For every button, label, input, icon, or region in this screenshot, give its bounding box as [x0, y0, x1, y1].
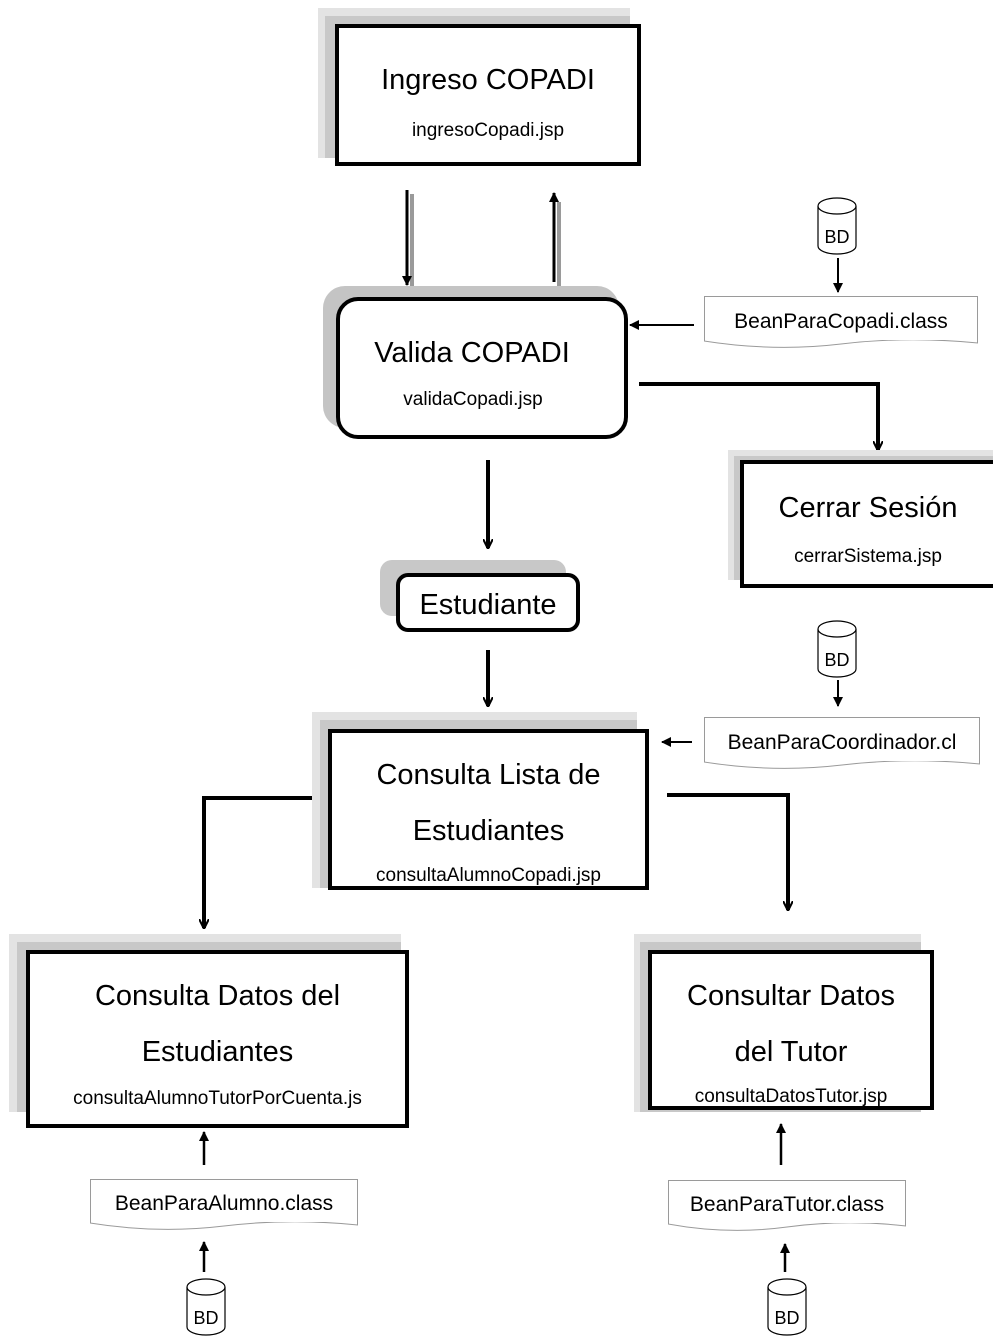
bean-coordinador-document: BeanParaCoordinador.cl — [704, 717, 980, 762]
node-title-line-1: Consultar Datos — [687, 980, 895, 1012]
node-consulta-datos-estudiantes: Consulta Datos del Estudiantes consultaA… — [26, 950, 409, 1128]
bean-alumno-document: BeanParaAlumno.class — [90, 1179, 358, 1223]
database-icon: BD — [817, 620, 857, 678]
database-icon: BD — [817, 197, 857, 255]
bean-alumno-label: BeanParaAlumno.class — [114, 1192, 334, 1215]
document-wave — [704, 340, 978, 348]
node-file: cerrarSistema.jsp — [794, 546, 942, 567]
node-title-line-2: del Tutor — [734, 1036, 848, 1068]
node-file: consultaAlumnoTutorPorCuenta.js — [73, 1088, 362, 1109]
database-label: BD — [824, 650, 849, 670]
node-title: Ingreso COPADI — [381, 64, 595, 96]
node-title-line-2: Estudiantes — [412, 815, 565, 847]
node-title-line-1: Consulta Lista de — [376, 759, 601, 791]
node-title: Cerrar Sesión — [778, 492, 958, 524]
node-title: Valida COPADI — [374, 337, 570, 369]
document-wave — [704, 761, 980, 769]
bean-tutor-document: BeanParaTutor.class — [668, 1180, 906, 1224]
arrow-lista-to-datos-estudiante — [204, 796, 316, 928]
node-file: ingresoCopadi.jsp — [411, 120, 565, 141]
bean-copadi-document: BeanParaCopadi.class — [704, 296, 978, 341]
node-title: Estudiante — [419, 589, 557, 621]
database-label: BD — [824, 227, 849, 247]
bean-tutor-label: BeanParaTutor.class — [689, 1193, 885, 1216]
node-ingreso-copadi: Ingreso COPADI ingresoCopadi.jsp — [335, 24, 641, 166]
arrow-valida-to-cerrar — [639, 382, 878, 450]
node-cerrar-sesion: Cerrar Sesión cerrarSistema.jsp — [740, 460, 993, 588]
database-label: BD — [193, 1308, 218, 1328]
document-wave — [668, 1223, 906, 1231]
node-file: consultaAlumnoCopadi.jsp — [376, 865, 601, 886]
node-consulta-lista-estudiantes: Consulta Lista de Estudiantes consultaAl… — [328, 729, 649, 890]
document-wave — [90, 1222, 358, 1230]
node-file: validaCopadi.jsp — [403, 389, 543, 410]
node-title-line-2: Estudiantes — [141, 1036, 294, 1068]
database-icon: BD — [186, 1278, 226, 1336]
arrow-lista-to-datos-tutor — [667, 793, 788, 910]
node-estudiante: Estudiante — [396, 573, 580, 632]
database-icon: BD — [767, 1278, 807, 1336]
node-file: consultaDatosTutor.jsp — [694, 1086, 888, 1107]
node-valida-copadi: Valida COPADI validaCopadi.jsp — [336, 297, 628, 439]
bean-copadi-label: BeanParaCopadi.class — [734, 310, 948, 333]
database-label: BD — [774, 1308, 799, 1328]
bean-coordinador-label: BeanParaCoordinador.cl — [727, 731, 957, 754]
node-title-line-1: Consulta Datos del — [94, 980, 341, 1012]
node-consultar-datos-tutor: Consultar Datos del Tutor consultaDatosT… — [648, 950, 934, 1110]
